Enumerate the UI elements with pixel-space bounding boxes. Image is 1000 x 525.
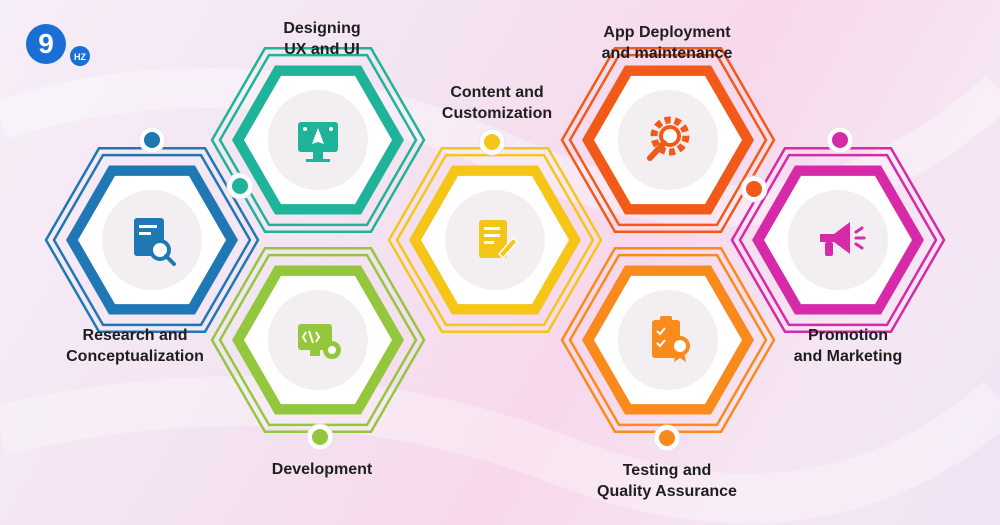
outline-inner-promotion (738, 153, 938, 327)
wrench-gear-icon (647, 116, 690, 161)
step-label-content: Content and Customization (442, 82, 552, 124)
step-label-content-line1: Content and (450, 84, 544, 101)
step-label-design-line1: Designing (283, 20, 361, 37)
step-label-development: Development (272, 459, 372, 480)
outline-inner-development (218, 253, 418, 427)
connector-dot-core-testing (659, 430, 675, 446)
outline-inner-design (218, 53, 418, 227)
connector-dot-core-development (312, 429, 328, 445)
outline-outer-design (210, 46, 426, 234)
connector-dot-core-design (232, 178, 248, 194)
code-gear-icon (298, 324, 341, 359)
step-label-research-line2: Conceptualization (66, 348, 204, 365)
outline-outer-content (387, 146, 603, 334)
step-label-testing-line1: Testing and (622, 462, 712, 479)
logo-number: 9 (38, 28, 54, 59)
step-label-testing-line2: Quality Assurance (597, 483, 737, 500)
outline-outer-testing (560, 246, 776, 434)
outline-inner-testing (568, 253, 768, 427)
outline-outer-development (210, 246, 426, 434)
step-label-testing: Testing and Quality Assurance (597, 460, 737, 502)
logo-badge (70, 46, 90, 66)
logo-circle (26, 24, 66, 64)
step-label-design-line2: UX and UI (284, 41, 360, 58)
connector-dot-core-content (484, 134, 500, 150)
logo: 9 HZ (26, 24, 90, 66)
step-label-design: Designing UX and UI (283, 18, 360, 60)
megaphone-icon (820, 222, 866, 256)
outline-outer-deployment (560, 46, 776, 234)
step-label-deployment-line1: App Deployment (603, 24, 731, 41)
step-label-research-line1: Research and (82, 327, 188, 344)
outline-inner-deployment (568, 53, 768, 227)
document-edit-icon (479, 220, 519, 260)
logo-badge-text: HZ (74, 52, 86, 62)
step-label-promotion-line1: Promotion (808, 327, 888, 344)
outline-inner-content (395, 153, 595, 327)
step-label-promotion: Promotion and Marketing (794, 325, 902, 367)
document-search-icon (134, 218, 176, 266)
step-label-deployment-line2: and maintenance (601, 45, 733, 62)
outline-outer-research (44, 146, 260, 334)
checklist-badge-icon (652, 316, 690, 362)
step-label-deployment: App Deployment and maintenance (602, 22, 733, 64)
step-label-development-line1: Development (271, 461, 373, 478)
outline-inner-research (52, 153, 252, 327)
step-label-research: Research and Conceptualization (66, 325, 204, 367)
outline-outer-promotion (730, 146, 946, 334)
step-label-content-line2: Customization (441, 105, 553, 122)
connector-dot-core-deployment (746, 181, 762, 197)
design-monitor-icon (298, 122, 338, 162)
connector-dot-core-promotion (832, 132, 848, 148)
connector-dot-core-research (144, 132, 160, 148)
step-label-promotion-line2: and Marketing (793, 348, 903, 365)
